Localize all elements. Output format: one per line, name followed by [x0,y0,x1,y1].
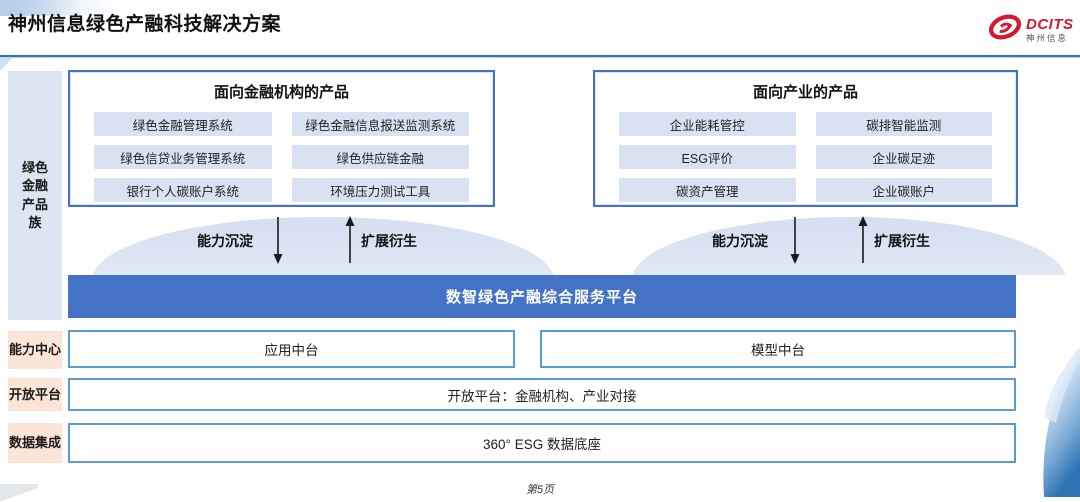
product-chip: 企业碳足迹 [815,145,992,169]
product-chip: 企业能耗管控 [619,112,796,136]
open-platform-box: 开放平台：金融机构、产业对接 [68,378,1016,411]
dcits-swirl-icon [988,12,1022,47]
up-arrow-icon [344,215,356,270]
down-arrow-icon [789,215,801,270]
product-chip: ESG评价 [619,145,796,169]
flow-label-capability-settling: 能力沉淀 [197,233,253,249]
product-group-industry: 面向产业的产品 企业能耗管控 碳排智能监测 ESG评价 企业碳足迹 碳资产管理 … [593,70,1018,207]
left-edge-decoration [0,58,14,72]
sidebar-label-open-platform: 开放平台 [8,378,62,411]
product-chip: 绿色金融信息报送监测系统 [291,112,469,136]
header-divider [0,55,1080,58]
sidebar-label-text: 绿色金融产品族 [21,160,48,230]
dcits-logo-text: DCITS 神州信息 [1026,17,1074,43]
dcits-brand: DCITS [1026,15,1074,33]
bottom-right-swoosh-decoration [1018,347,1080,502]
dcits-logo: DCITS 神州信息 [988,12,1074,47]
product-chip: 企业碳账户 [815,178,992,202]
dcits-brand-cn: 神州信息 [1026,32,1069,43]
capability-box-model-middle-platform: 模型中台 [540,330,1016,368]
flow-label-expansion-derivation: 扩展衍生 [874,233,930,249]
flow-label-capability-settling: 能力沉淀 [712,233,768,249]
page-title: 神州信息绿色产融科技解决方案 [8,14,282,35]
product-group-title: 面向金融机构的产品 [213,84,349,101]
sidebar-label-capability-center: 能力中心 [8,331,62,369]
sidebar-label-data-integration: 数据集成 [8,423,62,463]
product-grid: 企业能耗管控 碳排智能监测 ESG评价 企业碳足迹 碳资产管理 企业碳账户 [619,112,992,202]
bottom-left-decoration [0,484,38,502]
product-chip: 银行个人碳账户系统 [94,178,272,202]
product-chip: 碳资产管理 [619,178,796,202]
product-chip: 绿色金融管理系统 [94,112,272,136]
product-group-financial-institutions: 面向金融机构的产品 绿色金融管理系统 绿色金融信息报送监测系统 绿色信贷业务管理… [68,70,495,207]
capability-box-application-middle-platform: 应用中台 [68,330,515,368]
sidebar-label-green-finance-family: 绿色金融产品族 [8,71,62,320]
data-integration-box: 360° ESG 数据底座 [68,423,1016,463]
flow-label-expansion-derivation: 扩展衍生 [361,233,417,249]
page-number: 第5页 [525,484,555,496]
product-chip: 碳排智能监测 [815,112,992,136]
right-dome-decoration [632,217,1066,275]
product-chip: 环境压力测试工具 [291,178,469,202]
platform-bar: 数智绿色产融综合服务平台 [68,275,1016,318]
left-dome-decoration [92,217,554,275]
down-arrow-icon [272,215,284,270]
up-arrow-icon [857,215,869,270]
product-grid: 绿色金融管理系统 绿色金融信息报送监测系统 绿色信贷业务管理系统 绿色供应链金融… [94,112,469,202]
product-chip: 绿色供应链金融 [291,145,469,169]
product-chip: 绿色信贷业务管理系统 [94,145,272,169]
product-group-title: 面向产业的产品 [752,84,858,101]
